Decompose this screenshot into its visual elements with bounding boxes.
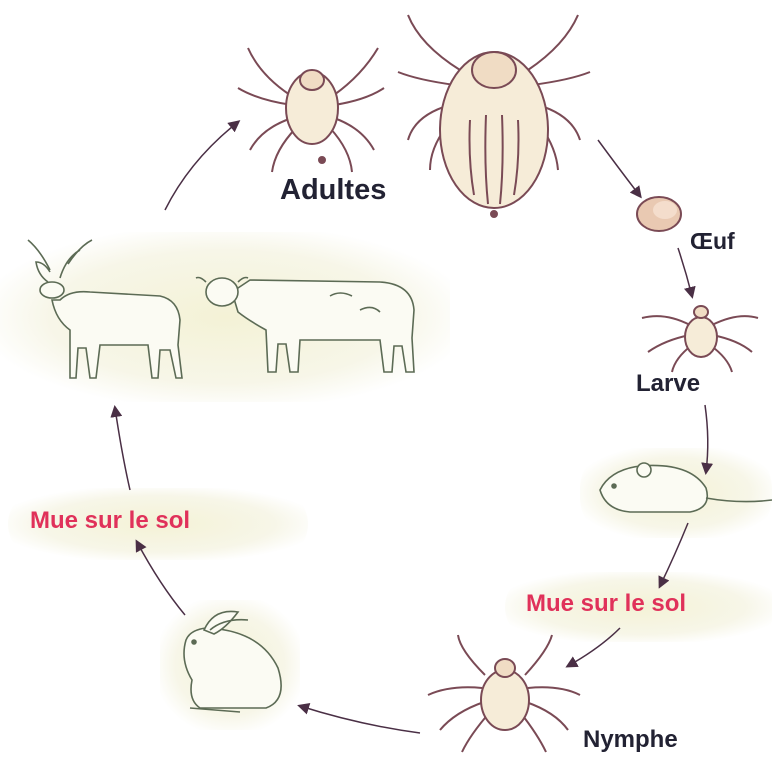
- nymph-tick-illustration: [428, 635, 580, 752]
- label-molt-on-ground-right: Mue sur le sol: [526, 590, 686, 618]
- egg-illustration: [637, 197, 681, 231]
- arrow-hosts-to-adults: [165, 122, 238, 210]
- deer-illustration: [28, 240, 182, 378]
- arrow-nymph-to-rabbit: [300, 706, 420, 733]
- adult-tick-small-illustration: [238, 48, 384, 172]
- arrow-molt-to-nymph: [568, 628, 620, 666]
- arrow-egg-to-larva: [678, 248, 692, 296]
- arrow-adults-to-egg: [598, 140, 640, 196]
- label-nymph: Nymphe: [583, 726, 678, 754]
- rabbit-illustration: [184, 611, 281, 712]
- adult-tick-engorged-illustration: [398, 15, 590, 217]
- arrow-larva-to-mouse: [705, 405, 708, 472]
- arrow-molt-to-hosts: [115, 408, 130, 490]
- arrow-mouse-to-molt: [660, 523, 688, 586]
- mouse-illustration: [600, 463, 772, 512]
- cow-illustration: [196, 278, 414, 373]
- label-adults: Adultes: [280, 174, 386, 207]
- label-larva: Larve: [636, 370, 700, 398]
- label-molt-on-ground-left: Mue sur le sol: [30, 507, 190, 535]
- label-egg: Œuf: [690, 228, 735, 255]
- larva-tick-illustration: [642, 306, 758, 372]
- arrow-rabbit-to-molt: [137, 542, 185, 615]
